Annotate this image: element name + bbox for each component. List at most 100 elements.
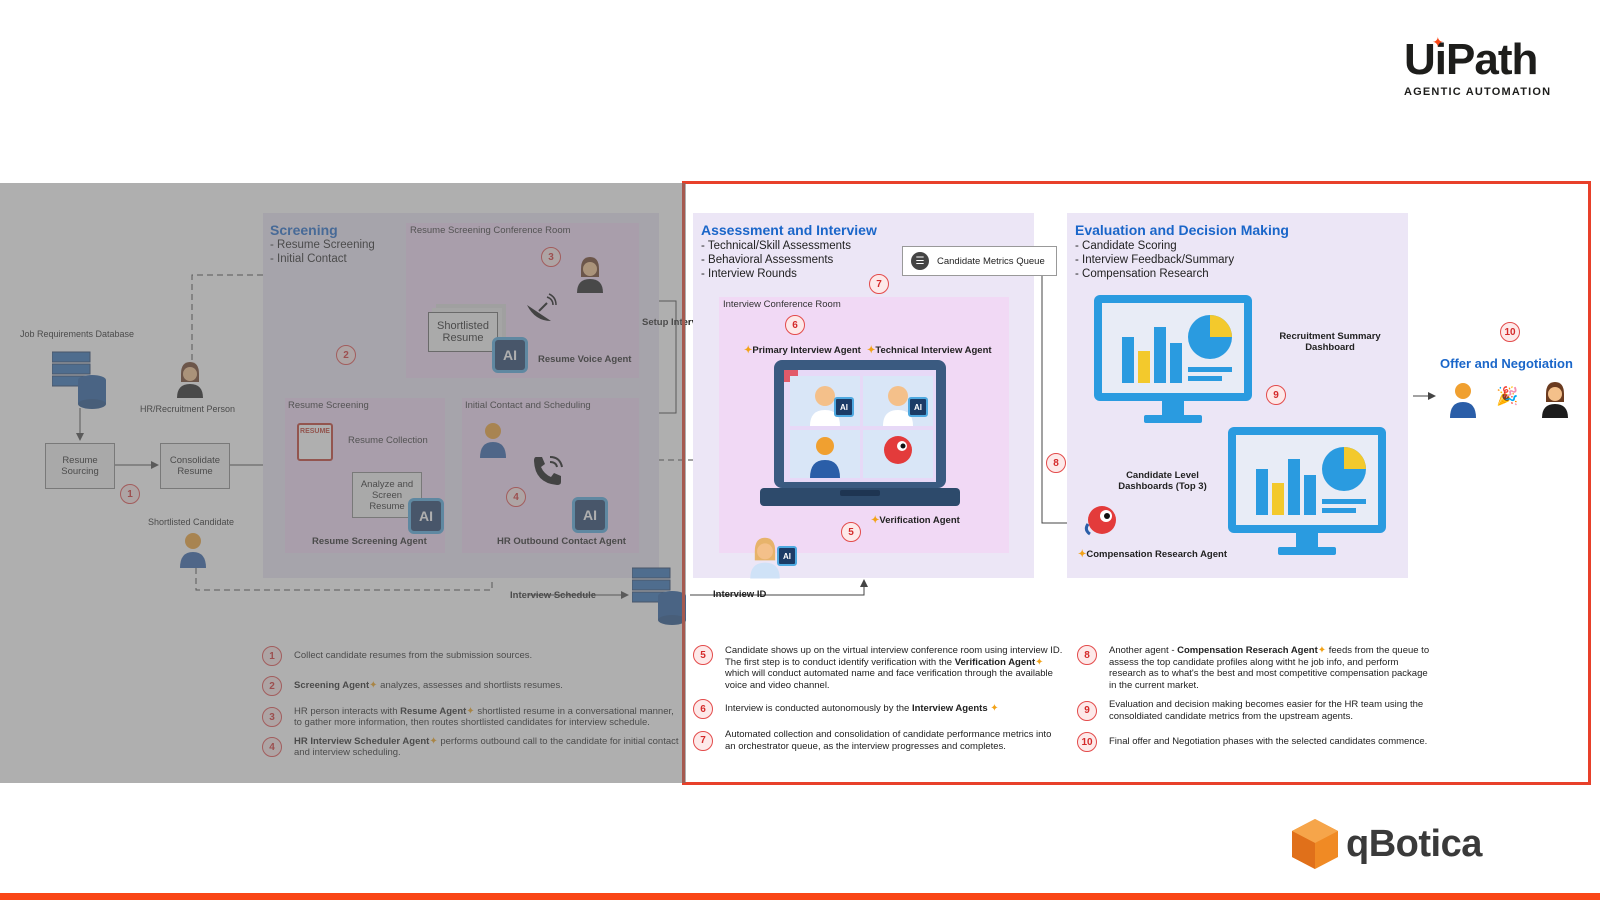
legend-item: 10 Final offer and Negotiation phases wi… bbox=[1077, 732, 1437, 752]
legend-number: 5 bbox=[693, 645, 713, 665]
legend-text: Another agent - Compensation Reserach Ag… bbox=[1109, 645, 1430, 691]
legend-item: 9 Evaluation and decision making becomes… bbox=[1077, 699, 1437, 722]
technical-agent-label: ✦Technical Interview Agent bbox=[867, 345, 992, 356]
satellite-icon bbox=[527, 293, 557, 321]
ai-chip-icon: AI bbox=[492, 337, 528, 373]
offer-title: Offer and Negotiation bbox=[1440, 356, 1573, 371]
step-6-badge: 6 bbox=[785, 315, 805, 335]
legend-text: Automated collection and consolidation o… bbox=[725, 729, 1052, 752]
legend-number: 4 bbox=[262, 737, 282, 757]
resume-doc-icon: RESUME bbox=[297, 423, 333, 461]
legend-text: Final offer and Negotiation phases with … bbox=[1109, 736, 1428, 748]
shortlisted-resume-doc: Shortlisted Resume bbox=[428, 312, 498, 352]
spark-icon: ✦ bbox=[1432, 34, 1444, 50]
evaluation-title: Evaluation and Decision Making bbox=[1075, 222, 1289, 238]
assessment-item: - Behavioral Assessments bbox=[701, 254, 834, 266]
legend-text: Interview is conducted autonomously by t… bbox=[725, 703, 999, 715]
summary-dashboard-label: Recruitment Summary Dashboard bbox=[1279, 331, 1381, 353]
assessment-list: - Technical/Skill Assessments - Behavior… bbox=[701, 239, 851, 281]
uipath-logo-text: UiPath bbox=[1404, 35, 1538, 84]
bottom-accent-bar bbox=[0, 893, 1600, 900]
evaluation-item: - Interview Feedback/Summary bbox=[1075, 254, 1235, 266]
legend-text: Screening Agent✦ analyzes, assesses and … bbox=[294, 680, 563, 692]
party-popper-icon: 🎉 bbox=[1496, 386, 1519, 406]
resume-collection-label: Resume Collection bbox=[348, 435, 428, 446]
screening-list: - Resume Screening - Initial Contact bbox=[270, 238, 375, 266]
legend-item: 5 Candidate shows up on the virtual inte… bbox=[693, 645, 1063, 691]
consolidate-resume-box: Consolidate Resume bbox=[160, 443, 230, 489]
verification-agent-person-icon bbox=[750, 537, 780, 579]
assessment-title: Assessment and Interview bbox=[701, 222, 877, 238]
hr-person-label: HR/Recruitment Person bbox=[140, 404, 236, 414]
legend-item: 3 HR person interacts with Resume Agent✦… bbox=[262, 705, 682, 729]
ai-chip-icon: AI bbox=[908, 397, 928, 417]
legend-item: 7 Automated collection and consolidation… bbox=[693, 729, 1063, 752]
screening-item: - Initial Contact bbox=[270, 253, 347, 265]
legend-text: HR Interview Scheduler Agent✦ performs o… bbox=[294, 735, 679, 759]
candidate-icon bbox=[1450, 383, 1476, 418]
resume-screening-sub-label: Resume Screening bbox=[288, 400, 369, 411]
legend-number: 8 bbox=[1077, 645, 1097, 665]
legend-number: 1 bbox=[262, 646, 282, 666]
legend-text: Collect candidate resumes from the submi… bbox=[294, 650, 533, 662]
step-5-badge: 5 bbox=[841, 522, 861, 542]
legend-item: 2 Screening Agent✦ analyzes, assesses an… bbox=[262, 675, 682, 697]
resume-sourcing-box: Resume Sourcing bbox=[45, 443, 115, 489]
initial-contact-label: Initial Contact and Scheduling bbox=[465, 400, 591, 411]
legend-text: HR person interacts with Resume Agent✦ s… bbox=[294, 705, 674, 729]
ai-chip-icon: AI bbox=[408, 498, 444, 534]
metrics-queue-label: Candidate Metrics Queue bbox=[937, 255, 1045, 267]
qbotica-logo: qBotica bbox=[1290, 816, 1500, 872]
shortlisted-candidate-label: Shortlisted Candidate bbox=[148, 517, 235, 527]
database-icon bbox=[52, 351, 106, 409]
phone-call-icon bbox=[534, 456, 563, 485]
candidate-dashboards-label: Candidate Level Dashboards (Top 3) bbox=[1118, 470, 1207, 492]
list-icon: ☰ bbox=[911, 252, 929, 270]
qbotica-cube-icon bbox=[1292, 819, 1338, 869]
screening-item: - Resume Screening bbox=[270, 239, 375, 251]
legend-item: 1 Collect candidate resumes from the sub… bbox=[262, 645, 682, 667]
resume-doc-label: RESUME bbox=[300, 428, 330, 435]
laptop-video-call-icon bbox=[760, 360, 960, 506]
uipath-subtitle: AGENTIC AUTOMATION bbox=[1404, 86, 1552, 98]
candidate-dashboard-monitor-icon bbox=[1228, 427, 1386, 555]
step-9-badge: 9 bbox=[1266, 385, 1286, 405]
legend-item: 4 HR Interview Scheduler Agent✦ performs… bbox=[262, 735, 682, 759]
legend-number: 7 bbox=[693, 730, 713, 751]
ai-chip-icon: AI bbox=[777, 546, 797, 566]
legend-item: 6 Interview is conducted autonomously by… bbox=[693, 699, 1063, 719]
verification-agent-label: ✦Verification Agent bbox=[871, 515, 960, 526]
hr-person-icon bbox=[1542, 382, 1568, 418]
left-legend: 1 Collect candidate resumes from the sub… bbox=[262, 645, 682, 759]
uipath-logo: ✦ UiPath AGENTIC AUTOMATION bbox=[1404, 34, 1554, 106]
step-8-badge: 8 bbox=[1046, 453, 1066, 473]
step-2-badge: 2 bbox=[336, 345, 356, 365]
qbotica-logo-text: qBotica bbox=[1346, 822, 1482, 865]
resume-screening-room-label: Resume Screening Conference Room bbox=[410, 225, 571, 236]
legend-number: 2 bbox=[262, 676, 282, 696]
ai-chip-icon: AI bbox=[834, 397, 854, 417]
interview-id-label: Interview ID bbox=[713, 589, 767, 600]
interview-room-label: Interview Conference Room bbox=[723, 299, 841, 310]
legend-item: 8 Another agent - Compensation Reserach … bbox=[1077, 645, 1437, 691]
candidate-metrics-queue: ☰ Candidate Metrics Queue bbox=[902, 246, 1057, 276]
step-7-badge: 7 bbox=[869, 274, 889, 294]
legend-text: Candidate shows up on the virtual interv… bbox=[725, 645, 1063, 691]
resume-voice-agent-label: Resume Voice Agent bbox=[538, 354, 632, 365]
job-db-label: Job Requirements Database bbox=[20, 329, 135, 339]
right-legend-a: 5 Candidate shows up on the virtual inte… bbox=[693, 645, 1063, 752]
legend-number: 10 bbox=[1077, 732, 1097, 752]
ai-chip-icon: AI bbox=[572, 497, 608, 533]
hr-person-icon bbox=[177, 362, 203, 398]
summary-dashboard-monitor-icon bbox=[1094, 295, 1252, 423]
candidate-icon bbox=[180, 533, 206, 568]
legend-number: 9 bbox=[1077, 700, 1097, 721]
right-legend-b: 8 Another agent - Compensation Reserach … bbox=[1077, 645, 1437, 752]
interview-schedule-label: Interview Schedule bbox=[510, 590, 597, 601]
evaluation-item: - Candidate Scoring bbox=[1075, 240, 1177, 252]
assessment-item: - Interview Rounds bbox=[701, 268, 797, 280]
hr-outbound-agent-label: HR Outbound Contact Agent bbox=[497, 536, 626, 547]
step-3-badge: 3 bbox=[541, 247, 561, 267]
evaluation-list: - Candidate Scoring - Interview Feedback… bbox=[1075, 239, 1234, 281]
legend-number: 3 bbox=[262, 707, 282, 727]
